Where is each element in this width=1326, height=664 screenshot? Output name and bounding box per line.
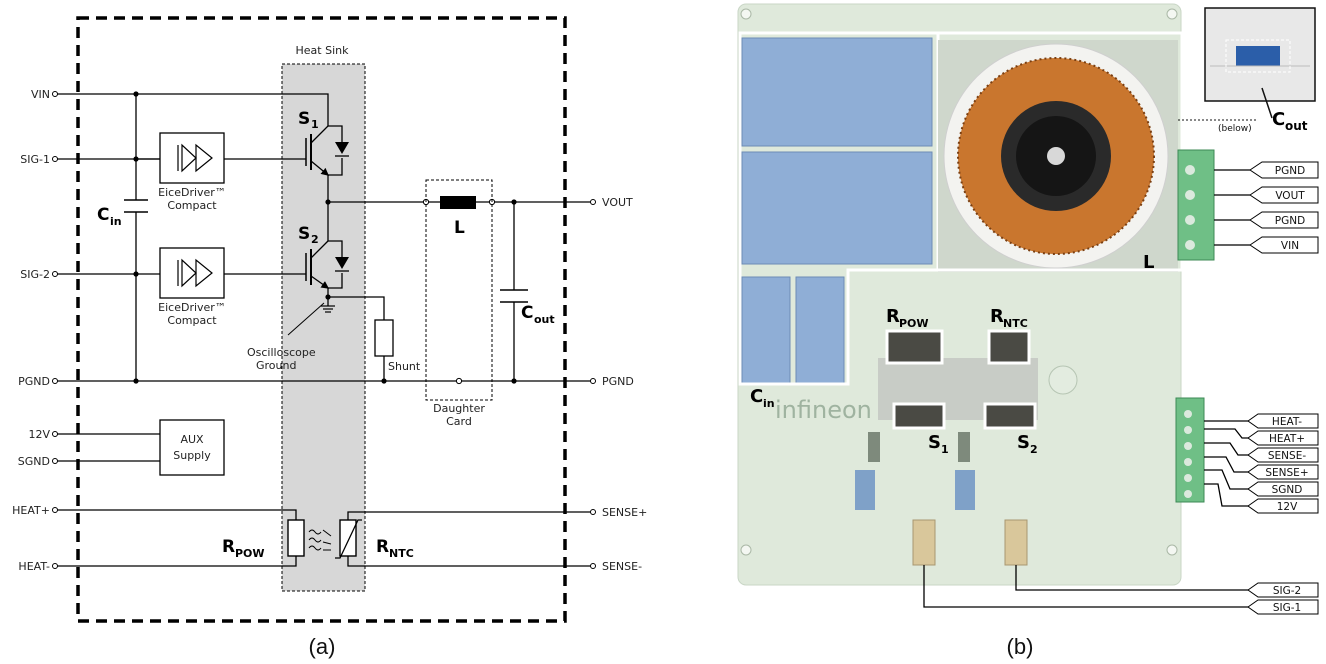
heater-and-ntc: R POW R NTC — [222, 519, 414, 560]
aux-supply: AUX Supply — [159, 419, 225, 476]
bnc-s2 — [1004, 519, 1028, 566]
svg-text:Compact: Compact — [167, 314, 217, 327]
svg-text:POW: POW — [235, 547, 265, 560]
svg-text:S: S — [298, 224, 310, 244]
pin-sig2: SIG-2 — [20, 268, 50, 281]
svg-text:EiceDriver™: EiceDriver™ — [158, 186, 226, 199]
svg-text:VOUT: VOUT — [1275, 190, 1305, 202]
svg-text:AUX: AUX — [180, 433, 204, 446]
svg-text:1: 1 — [941, 443, 949, 456]
daughter-card — [425, 179, 493, 401]
svg-text:S: S — [928, 432, 941, 453]
svg-text:Compact: Compact — [167, 199, 217, 212]
pin-vin: VIN — [31, 88, 50, 101]
small-capacitor-2 — [795, 276, 845, 386]
svg-text:2: 2 — [1030, 443, 1038, 456]
svg-text:(below): (below) — [1218, 124, 1252, 134]
brand-logo: infineon — [775, 396, 872, 424]
small-capacitor-1 — [741, 276, 791, 386]
svg-text:Daughter: Daughter — [433, 402, 485, 415]
rpow-label: R — [222, 537, 235, 557]
film-capacitor-2 — [741, 151, 933, 265]
svg-text:out: out — [1285, 119, 1308, 133]
svg-text:12V: 12V — [1277, 501, 1298, 513]
power-connector — [1177, 149, 1215, 261]
svg-text:in: in — [110, 215, 122, 228]
cin-label: C — [97, 205, 109, 225]
pin-sense-plus: SENSE+ — [602, 506, 647, 519]
rntc-label: R — [376, 537, 389, 557]
pin-pgnd-out: PGND — [602, 375, 634, 388]
shunt-resistor — [374, 319, 394, 357]
gate-driver-1: EiceDriver™ Compact — [158, 132, 226, 212]
svg-text:Supply: Supply — [173, 449, 211, 462]
shunt-label: Shunt — [388, 360, 421, 373]
board-cin-label: C — [750, 386, 763, 407]
caption-b: (b) — [1007, 634, 1034, 659]
schematic-panel: Heat Sink VIN SIG-1 SIG-2 PGND 12V SGND … — [12, 16, 647, 659]
wiring — [57, 93, 591, 567]
svg-text:1: 1 — [311, 118, 319, 131]
svg-text:EiceDriver™: EiceDriver™ — [158, 301, 226, 314]
pin-sgnd: SGND — [18, 455, 50, 468]
svg-text:S: S — [1017, 432, 1030, 453]
osc-ground-label: Oscilloscope — [247, 346, 316, 359]
input-pins: VIN SIG-1 SIG-2 PGND 12V SGND HEAT+ HEAT… — [12, 88, 58, 573]
svg-text:S: S — [298, 109, 310, 129]
svg-text:PGND: PGND — [1275, 215, 1305, 227]
film-capacitor-1 — [741, 37, 933, 147]
svg-text:out: out — [534, 313, 555, 326]
gate-driver-2: EiceDriver™ Compact — [158, 247, 226, 327]
svg-text:Card: Card — [446, 415, 472, 428]
board-l-label: L — [1143, 252, 1154, 273]
power-pin-tags: PGND VOUT PGND VIN — [1214, 161, 1319, 254]
board-s2 — [983, 402, 1037, 430]
board-rpow — [885, 329, 944, 365]
output-pins: VOUT PGND SENSE+ SENSE- — [590, 196, 647, 573]
svg-text:SGND: SGND — [1272, 484, 1303, 496]
pin-sense-minus: SENSE- — [602, 560, 642, 573]
svg-text:R: R — [990, 306, 1004, 327]
signal-pin-tags: HEAT- HEAT+ SENSE- SENSE+ SGND 12V — [1204, 413, 1319, 514]
inductor-label: L — [454, 218, 465, 238]
svg-text:SENSE+: SENSE+ — [1265, 467, 1308, 479]
svg-text:PGND: PGND — [1275, 165, 1305, 177]
cout-label: C — [521, 303, 533, 323]
svg-text:R: R — [886, 306, 900, 327]
pin-heat-plus: HEAT+ — [12, 504, 50, 517]
svg-text:Ground: Ground — [256, 359, 296, 372]
board-cout-label: C — [1272, 109, 1285, 130]
switch-s2: S 2 — [298, 224, 349, 289]
pin-12v: 12V — [28, 428, 50, 441]
svg-text:HEAT+: HEAT+ — [1269, 433, 1305, 445]
svg-text:POW: POW — [899, 317, 929, 330]
pin-heat-minus: HEAT- — [18, 560, 50, 573]
svg-text:SIG-1: SIG-1 — [1273, 602, 1301, 614]
bnc-s1 — [912, 519, 936, 566]
board-s1 — [892, 402, 946, 430]
sig-pin-tags: SIG-2 SIG-1 — [923, 565, 1319, 615]
pin-pgnd-in: PGND — [18, 375, 50, 388]
svg-text:2: 2 — [311, 233, 319, 246]
board-photo-panel: L (below) C out PGND VOUT PGND VIN — [737, 3, 1319, 659]
pin-sig1: SIG-1 — [20, 153, 50, 166]
switch-s1: S 1 — [298, 109, 349, 176]
svg-text:NTC: NTC — [1003, 317, 1028, 330]
heat-sink-label: Heat Sink — [296, 44, 350, 57]
caption-a: (a) — [309, 634, 336, 659]
svg-text:NTC: NTC — [389, 547, 414, 560]
svg-text:SIG-2: SIG-2 — [1273, 585, 1301, 597]
inductor-l — [440, 196, 476, 209]
svg-text:SENSE-: SENSE- — [1268, 450, 1306, 462]
device-boundary — [76, 16, 567, 623]
svg-text:HEAT-: HEAT- — [1272, 416, 1302, 428]
svg-text:in: in — [763, 397, 775, 410]
board-rntc — [987, 329, 1031, 365]
svg-text:VIN: VIN — [1281, 240, 1299, 252]
pin-vout: VOUT — [602, 196, 633, 209]
